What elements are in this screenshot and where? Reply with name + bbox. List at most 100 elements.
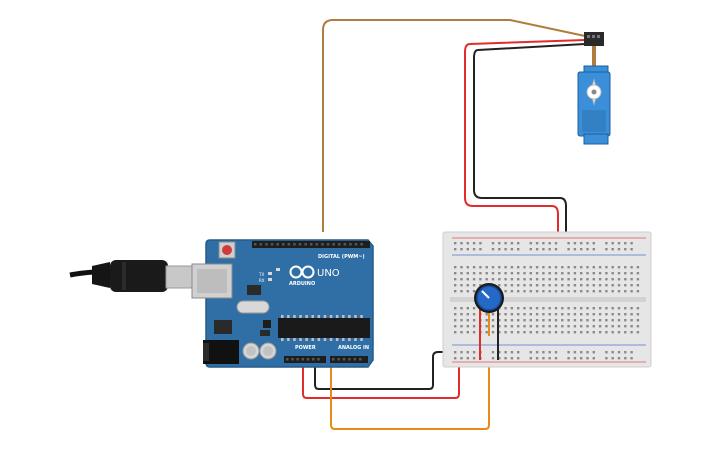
micro-servo[interactable] [577, 32, 611, 145]
rail-hole [510, 357, 514, 360]
breadboard-hole [611, 266, 614, 269]
breadboard-hole [561, 266, 564, 269]
breadboard-hole [510, 313, 514, 316]
chip-pin [317, 338, 321, 341]
header-pin [321, 243, 324, 246]
breadboard-hole [605, 266, 608, 269]
rail-hole [542, 351, 545, 354]
breadboard-hole [466, 325, 469, 328]
breadboard-hole [605, 331, 608, 334]
digital-pins [254, 243, 363, 246]
rail-hole [504, 242, 507, 245]
breadboard-hole [510, 266, 514, 269]
breadboard-hole [586, 272, 589, 275]
servo-connector-pin-2 [592, 35, 595, 38]
breadboard-hole [592, 325, 595, 328]
rail-hole [605, 242, 608, 245]
rail-hole [504, 248, 507, 251]
breadboard-hole [542, 331, 545, 334]
breadboard-hole [561, 278, 564, 281]
rail-hole [460, 357, 463, 360]
signal-wire-brown[interactable] [322, 19, 586, 232]
breadboard[interactable] [442, 231, 652, 368]
breadboard-hole [554, 278, 558, 281]
chip-pin [335, 315, 339, 318]
breadboard-hole [529, 331, 532, 334]
breadboard-hole [466, 266, 469, 269]
breadboard-hole [460, 290, 463, 293]
breadboard-hole [573, 331, 577, 334]
chip-pin [323, 315, 327, 318]
breadboard-hole [605, 278, 608, 281]
rail-hole [517, 351, 520, 354]
rail-hole [624, 248, 627, 251]
breadboard-hole [517, 319, 520, 322]
servo-connector[interactable] [584, 32, 604, 46]
breadboard-hole [460, 307, 463, 310]
breadboard-hole [580, 272, 583, 275]
rx-label: RX [259, 278, 265, 283]
breadboard-hole [611, 325, 614, 328]
breadboard-hole [611, 331, 614, 334]
potentiometer[interactable] [474, 283, 504, 360]
breadboard-hole [517, 284, 520, 287]
power-header[interactable] [284, 356, 326, 363]
arduino-5v-wire-red[interactable] [302, 362, 460, 399]
breadboard-hole [510, 331, 514, 334]
breadboard-hole [636, 319, 640, 322]
breadboard-hole [504, 266, 507, 269]
breadboard-hole [624, 278, 627, 281]
servo-power-wire-red[interactable] [464, 39, 586, 362]
rail-hole [542, 357, 545, 360]
breadboard-hole [598, 307, 602, 310]
chip-pin [287, 315, 290, 318]
breadboard-hole [554, 319, 558, 322]
breadboard-hole [542, 278, 545, 281]
rail-hole [592, 351, 595, 354]
breadboard-hole [523, 325, 526, 328]
breadboard-hole [561, 272, 564, 275]
rail-hole [498, 351, 501, 354]
rail-hole [498, 248, 501, 251]
rail-hole [580, 248, 583, 251]
breadboard-hole [567, 266, 570, 269]
rail-hole [472, 357, 476, 360]
breadboard-hole [573, 284, 577, 287]
arduino-gnd-wire-black[interactable] [314, 351, 463, 390]
header-pin [315, 243, 319, 246]
breadboard-hole [586, 325, 589, 328]
breadboard-hole [567, 313, 570, 316]
icsp-header[interactable] [263, 320, 271, 328]
bottom-pins [286, 358, 362, 361]
header-pin [265, 243, 268, 246]
breadboard-hole [586, 319, 589, 322]
reset-button[interactable] [222, 245, 232, 255]
analog-wire-orange[interactable] [330, 336, 490, 430]
breadboard-hole [523, 319, 526, 322]
rail-hole [472, 248, 476, 251]
breadboard-hole [479, 284, 482, 287]
header-pin [343, 243, 347, 246]
rail-hole [472, 242, 476, 245]
breadboard-hole [548, 331, 551, 334]
breadboard-hole [630, 272, 633, 275]
breadboard-hole [454, 272, 457, 275]
breadboard-hole [598, 278, 602, 281]
rail-hole [617, 357, 621, 360]
servo-ground-wire-black[interactable] [473, 43, 586, 356]
chip-pin [329, 338, 333, 341]
analog-label: ANALOG IN [338, 345, 369, 351]
breadboard-hole [542, 325, 545, 328]
breadboard-hole [517, 307, 520, 310]
breadboard-hole [567, 290, 570, 293]
chip-pin [360, 338, 363, 341]
rail-hole [529, 351, 532, 354]
breadboard-hole [548, 284, 551, 287]
breadboard-hole [580, 284, 583, 287]
usb-cable-plug-body [110, 260, 168, 292]
breadboard-hole [504, 325, 507, 328]
arduino-uno-board[interactable]: DIGITAL (PWM~) ARDUINO UNO TX RX [191, 239, 374, 368]
breadboard-hole [529, 307, 532, 310]
usb-cable[interactable] [69, 260, 193, 292]
breadboard-hole [598, 290, 602, 293]
